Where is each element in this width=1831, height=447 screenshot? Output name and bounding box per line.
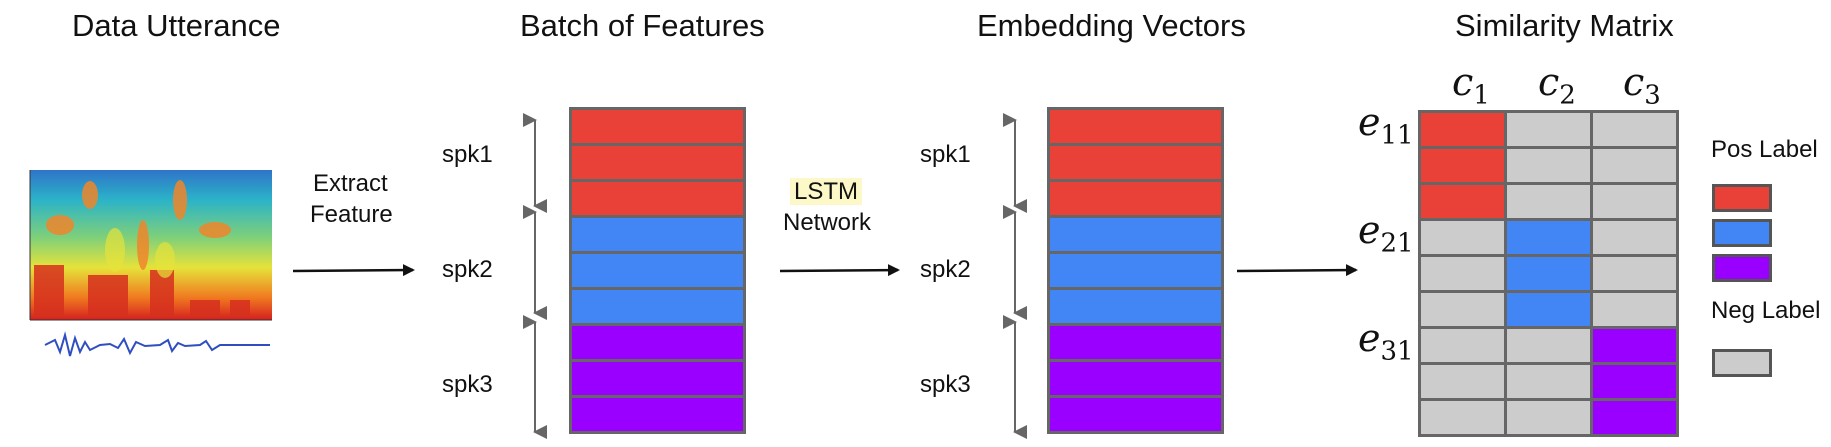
feature-label: Feature xyxy=(310,201,393,228)
matrix-cell-pos xyxy=(1504,254,1593,293)
matrix-cell-pos xyxy=(1590,398,1679,437)
matrix-cell-pos xyxy=(1504,218,1593,257)
arrow-lstm xyxy=(779,264,900,277)
feature-row-spk3 xyxy=(569,323,746,362)
feature-row-spk2 xyxy=(569,215,746,254)
matrix-cell-neg xyxy=(1504,362,1593,401)
embedding-row-spk1 xyxy=(1047,143,1224,182)
embedding-row-spk2 xyxy=(1047,215,1224,254)
spectrogram-image xyxy=(29,170,272,357)
embedding-row-spk3 xyxy=(1047,323,1224,362)
arrow-similarity xyxy=(1236,264,1358,277)
matrix-cell-neg xyxy=(1504,182,1593,221)
matrix-cell-neg xyxy=(1418,290,1507,329)
legend-pos-label: Pos Label xyxy=(1711,136,1818,163)
spk2-label: spk2 xyxy=(442,256,493,283)
embedding-row-spk1 xyxy=(1047,107,1224,146)
extract-label: Extract xyxy=(313,170,388,197)
feature-row-spk1 xyxy=(569,143,746,182)
matrix-cell-pos xyxy=(1418,182,1507,221)
feature-row-spk2 xyxy=(569,287,746,326)
matrix-cell-neg xyxy=(1590,182,1679,221)
spk3-label: spk3 xyxy=(442,371,493,398)
matrix-cell-pos xyxy=(1590,362,1679,401)
arrow-extract xyxy=(292,264,415,277)
legend-swatch-blue xyxy=(1712,219,1772,247)
matrix-cell-neg xyxy=(1418,362,1507,401)
title-embedding-vectors: Embedding Vectors xyxy=(977,8,1246,43)
embedding-row-spk1 xyxy=(1047,179,1224,218)
matrix-cell-neg xyxy=(1418,398,1507,437)
title-batch-of-features: Batch of Features xyxy=(520,8,765,43)
matrix-cell-neg xyxy=(1418,254,1507,293)
matrix-column-header: c2 xyxy=(1538,60,1576,111)
matrix-cell-neg xyxy=(1590,110,1679,149)
matrix-column-header: c3 xyxy=(1623,60,1661,111)
feature-row-spk3 xyxy=(569,395,746,434)
spk1-label: spk1 xyxy=(442,141,493,168)
matrix-cell-neg xyxy=(1418,326,1507,365)
matrix-cell-neg xyxy=(1504,110,1593,149)
feature-row-spk1 xyxy=(569,179,746,218)
matrix-cell-pos xyxy=(1418,146,1507,185)
matrix-cell-pos xyxy=(1590,326,1679,365)
matrix-cell-neg xyxy=(1504,146,1593,185)
matrix-row-header: e21 xyxy=(1358,208,1414,259)
spk2-label: spk2 xyxy=(920,256,971,283)
matrix-row-header: e11 xyxy=(1358,100,1414,151)
lstm-highlight: LSTM xyxy=(790,178,863,205)
spk1-label: spk1 xyxy=(920,141,971,168)
matrix-cell-neg xyxy=(1418,218,1507,257)
title-data-utterance: Data Utterance xyxy=(72,8,281,43)
matrix-cell-neg xyxy=(1590,254,1679,293)
feature-row-spk3 xyxy=(569,359,746,398)
legend-swatch-purple xyxy=(1712,254,1772,282)
matrix-column-header: c1 xyxy=(1452,60,1490,111)
feature-row-spk2 xyxy=(569,251,746,290)
embedding-row-spk2 xyxy=(1047,251,1224,290)
feature-row-spk1 xyxy=(569,107,746,146)
legend-swatch-gray xyxy=(1712,349,1772,377)
matrix-cell-neg xyxy=(1590,146,1679,185)
legend-swatch-red xyxy=(1712,184,1772,212)
legend-neg-label: Neg Label xyxy=(1711,297,1821,324)
embedding-row-spk2 xyxy=(1047,287,1224,326)
matrix-row-header: e31 xyxy=(1358,316,1414,367)
title-similarity-matrix: Similarity Matrix xyxy=(1455,8,1674,43)
embedding-row-spk3 xyxy=(1047,395,1224,434)
network-label: Network xyxy=(783,209,872,236)
embedding-row-spk3 xyxy=(1047,359,1224,398)
matrix-cell-pos xyxy=(1504,290,1593,329)
matrix-cell-neg xyxy=(1590,218,1679,257)
matrix-cell-neg xyxy=(1504,398,1593,437)
matrix-cell-neg xyxy=(1504,326,1593,365)
matrix-cell-neg xyxy=(1590,290,1679,329)
spk3-label: spk3 xyxy=(920,371,971,398)
lstm-label: LSTM xyxy=(790,178,863,206)
matrix-cell-pos xyxy=(1418,110,1507,149)
